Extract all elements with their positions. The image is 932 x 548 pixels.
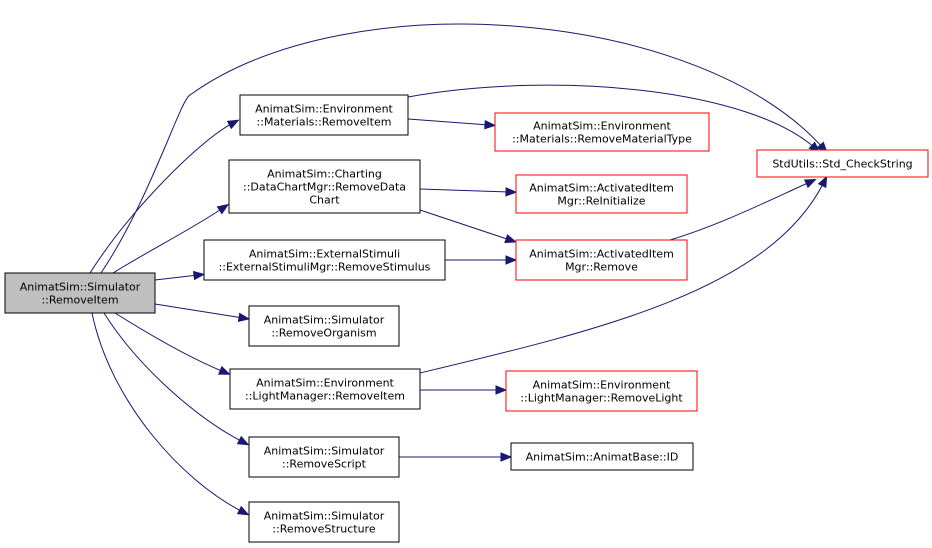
node-box bbox=[203, 239, 446, 281]
node-stdCheck[interactable]: StdUtils::Std_CheckString bbox=[756, 149, 929, 178]
edge-root-to-remScript bbox=[103, 312, 244, 443]
node-label-line: ::RemoveScript bbox=[282, 458, 367, 471]
edge-root-to-stdCheck bbox=[100, 23, 824, 274]
node-box bbox=[510, 442, 694, 471]
node-label-line: AnimatSim::Charting bbox=[267, 168, 382, 181]
node-box bbox=[505, 370, 698, 412]
node-box bbox=[239, 94, 409, 136]
arrowhead-remScript-to-animatId bbox=[500, 452, 513, 462]
edge-root-to-remStructure bbox=[91, 312, 244, 513]
node-label-line: AnimatSim::Simulator bbox=[264, 445, 385, 458]
node-label-line: AnimatSim::Environment bbox=[533, 379, 671, 392]
node-animatId[interactable]: AnimatSim::AnimatBase::ID bbox=[510, 442, 694, 471]
node-label-line: ::Materials::RemoveItem bbox=[257, 116, 392, 129]
node-envMatType[interactable]: AnimatSim::Environment::Materials::Remov… bbox=[494, 112, 710, 152]
node-box bbox=[229, 368, 421, 410]
arrowhead-root-to-envRemove bbox=[226, 119, 240, 130]
arrowhead-lightRemove-to-stdCheck bbox=[817, 175, 828, 189]
node-label-line: ::LightManager::RemoveLight bbox=[520, 392, 683, 405]
node-label-line: Mgr::Remove bbox=[565, 261, 638, 274]
edge-root-to-extStim bbox=[154, 274, 199, 281]
node-label-line: AnimatSim::ActivatedItem bbox=[529, 248, 674, 261]
node-label-line: AnimatSim::AnimatBase::ID bbox=[526, 451, 679, 464]
arrowhead-root-to-remStructure bbox=[236, 505, 250, 516]
edge-lightRemove-to-stdCheck bbox=[419, 181, 825, 374]
edge-envRemove-to-stdCheck bbox=[407, 84, 816, 149]
arrowhead-envRemove-to-envMatType bbox=[484, 119, 497, 130]
node-box bbox=[515, 239, 688, 281]
edge-root-to-envRemove bbox=[89, 122, 234, 274]
arrowhead-root-to-extStim bbox=[192, 270, 206, 281]
nodes-layer: AnimatSim::Simulator::RemoveItemAnimatSi… bbox=[4, 94, 929, 543]
node-box bbox=[4, 272, 156, 314]
node-remScript[interactable]: AnimatSim::Simulator::RemoveScript bbox=[248, 436, 400, 478]
node-box bbox=[756, 149, 929, 178]
node-label-line: AnimatSim::Simulator bbox=[264, 510, 385, 523]
edge-root-to-lightRemove bbox=[114, 312, 225, 373]
node-label-line: ::Materials::RemoveMaterialType bbox=[512, 133, 692, 146]
node-label-line: AnimatSim::ActivatedItem bbox=[529, 182, 674, 195]
edge-envRemove-to-envMatType bbox=[407, 118, 490, 126]
node-box bbox=[228, 159, 421, 214]
edge-charting-to-actReinit bbox=[419, 188, 511, 193]
arrowhead-root-to-remOrganism bbox=[237, 312, 251, 322]
node-label-line: AnimatSim::Simulator bbox=[264, 314, 385, 327]
node-remOrganism[interactable]: AnimatSim::Simulator::RemoveOrganism bbox=[248, 305, 400, 347]
arrowhead-charting-to-actReinit bbox=[505, 187, 518, 197]
node-label-line: AnimatSim::Environment bbox=[533, 120, 671, 133]
node-box bbox=[515, 174, 688, 214]
node-label-line: AnimatSim::Environment bbox=[256, 377, 394, 390]
node-label-line: ::DataChartMgr::RemoveData bbox=[243, 181, 406, 194]
node-lightRemLight[interactable]: AnimatSim::Environment::LightManager::Re… bbox=[505, 370, 698, 412]
arrowhead-extStim-to-actRemove bbox=[505, 255, 518, 265]
node-label-line: ::LightManager::RemoveItem bbox=[245, 390, 405, 403]
edge-root-to-remOrganism bbox=[154, 303, 244, 319]
node-charting[interactable]: AnimatSim::Charting::DataChartMgr::Remov… bbox=[228, 159, 421, 214]
node-lightRemove[interactable]: AnimatSim::Environment::LightManager::Re… bbox=[229, 368, 421, 410]
edge-root-to-charting bbox=[112, 207, 224, 274]
arrowhead-root-to-charting bbox=[216, 203, 230, 215]
node-label-line: AnimatSim::Environment bbox=[255, 103, 393, 116]
node-box bbox=[248, 436, 400, 478]
node-label-line: StdUtils::Std_CheckString bbox=[772, 158, 912, 171]
node-label-line: AnimatSim::ExternalStimuli bbox=[249, 248, 400, 261]
node-label-line: Mgr::ReInitialize bbox=[557, 195, 645, 208]
node-actReinit[interactable]: AnimatSim::ActivatedItemMgr::ReInitializ… bbox=[515, 174, 688, 214]
node-box bbox=[248, 305, 400, 347]
node-envRemove[interactable]: AnimatSim::Environment::Materials::Remov… bbox=[239, 94, 409, 136]
node-label-line: AnimatSim::Simulator bbox=[20, 281, 141, 294]
edges-layer bbox=[89, 23, 828, 516]
node-box bbox=[494, 112, 710, 152]
node-box bbox=[248, 501, 400, 543]
arrowhead-actRemove-to-stdCheck bbox=[803, 178, 817, 189]
arrowhead-lightRemove-to-lightRemLight bbox=[495, 385, 508, 395]
arrowhead-charting-to-actRemove bbox=[504, 234, 517, 244]
arrowhead-root-to-remScript bbox=[236, 435, 250, 446]
node-label-line: Chart bbox=[309, 194, 340, 207]
edge-actRemove-to-stdCheck bbox=[669, 181, 811, 241]
node-root[interactable]: AnimatSim::Simulator::RemoveItem bbox=[4, 272, 156, 314]
node-label-line: ::RemoveOrganism bbox=[271, 327, 376, 340]
edge-charting-to-actRemove bbox=[419, 209, 511, 241]
node-extStim[interactable]: AnimatSim::ExternalStimuli::ExternalStim… bbox=[203, 239, 446, 281]
node-label-line: ::ExternalStimuliMgr::RemoveStimulus bbox=[219, 261, 431, 274]
arrowhead-root-to-lightRemove bbox=[218, 365, 231, 375]
node-label-line: ::RemoveItem bbox=[41, 294, 118, 307]
node-label-line: ::RemoveStructure bbox=[272, 523, 375, 536]
node-remStructure[interactable]: AnimatSim::Simulator::RemoveStructure bbox=[248, 501, 400, 543]
